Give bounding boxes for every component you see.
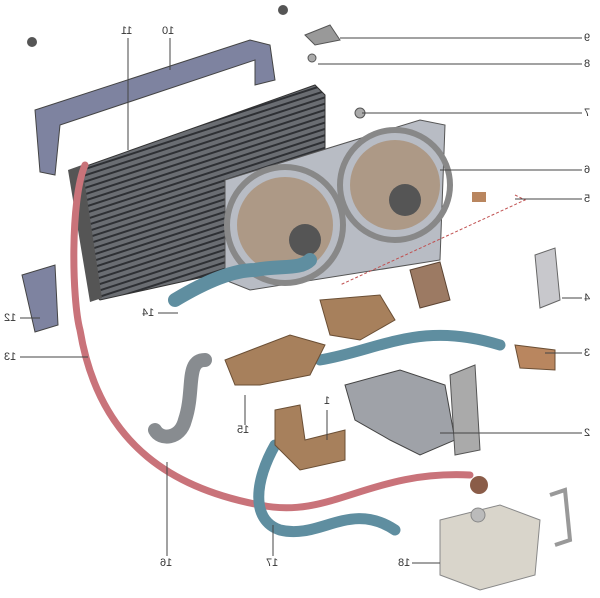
callout-16: 16 xyxy=(160,557,173,569)
hose-16 xyxy=(148,353,212,444)
callout-17: 17 xyxy=(266,557,279,569)
clip-8 xyxy=(307,53,317,63)
leader-lines xyxy=(20,37,582,564)
callout-11: 11 xyxy=(121,25,133,37)
fan-right xyxy=(337,127,453,243)
tank-strap xyxy=(549,487,573,547)
callout-9: 9 xyxy=(584,32,591,44)
hose-17 xyxy=(253,439,401,538)
callout-2: 2 xyxy=(584,427,591,439)
fan-left xyxy=(224,164,346,286)
callout-15: 15 xyxy=(237,424,250,436)
sensor-5 xyxy=(472,192,486,202)
bolt-9 xyxy=(278,5,288,15)
callout-6: 6 xyxy=(584,164,591,176)
callout-13: 13 xyxy=(4,351,17,363)
callout-3: 3 xyxy=(584,347,591,359)
hose-3 xyxy=(314,329,506,366)
thermostat-housing xyxy=(319,294,396,341)
callout-12: 12 xyxy=(4,312,17,324)
gasket xyxy=(409,261,451,309)
callout-8: 8 xyxy=(584,58,591,70)
hose-14 xyxy=(168,253,317,307)
sleeve-3 xyxy=(514,344,556,371)
cap xyxy=(470,476,488,494)
callout-10: 10 xyxy=(162,25,175,37)
water-pump xyxy=(344,369,456,456)
hose-13 xyxy=(70,161,474,512)
pump-gasket xyxy=(449,364,481,456)
callout-14: 14 xyxy=(142,307,155,319)
side-bracket xyxy=(21,264,59,333)
fitting-15 xyxy=(224,334,326,386)
callout-18: 18 xyxy=(398,557,411,569)
flange-4 xyxy=(534,247,561,309)
fitting-1 xyxy=(274,404,346,471)
callout-5: 5 xyxy=(584,193,591,205)
expansion-tank xyxy=(439,504,541,591)
callout-4: 4 xyxy=(584,292,591,304)
radiator-shroud xyxy=(34,39,276,176)
bolt-top-left xyxy=(27,37,37,47)
bracket-9 xyxy=(304,24,341,46)
callout-7: 7 xyxy=(584,107,591,119)
callout-1: 1 xyxy=(324,395,331,407)
